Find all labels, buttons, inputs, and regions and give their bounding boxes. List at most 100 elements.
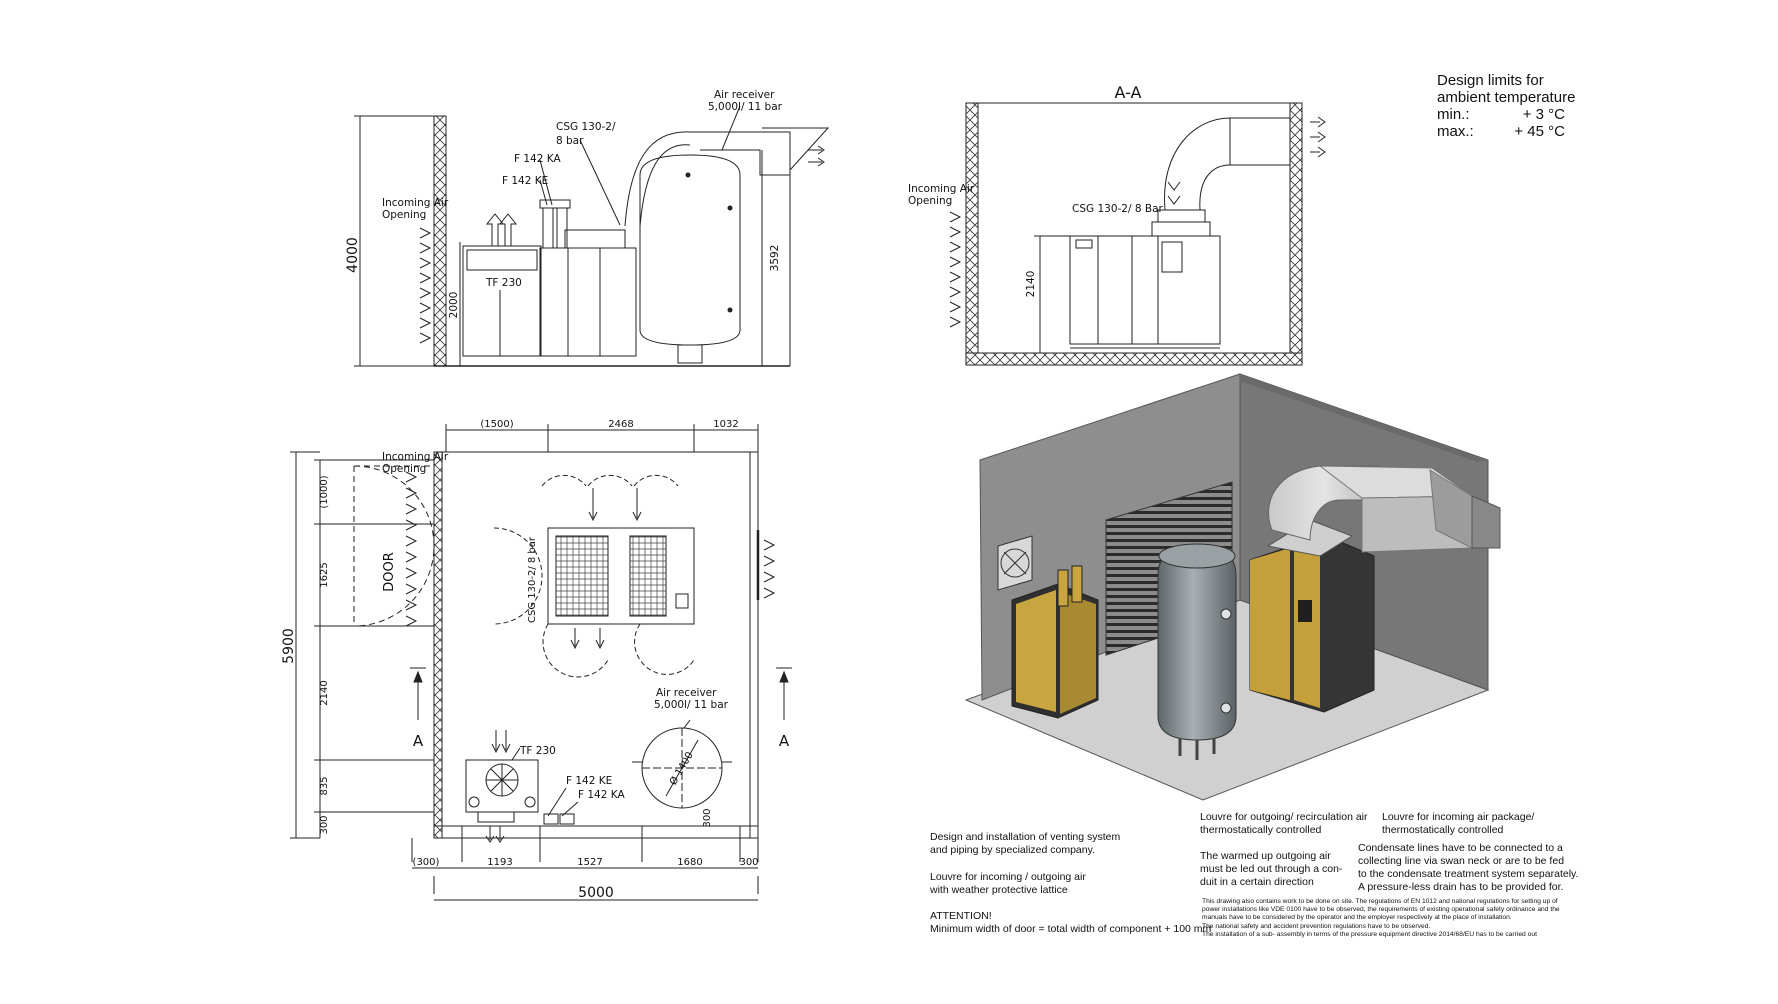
fine-print-line-5: The installation of a sub- assembly in t…	[1202, 930, 1537, 938]
side-incoming-label: Incoming Air	[382, 197, 449, 209]
note-condensate-line-2: collecting line via swan neck or are to …	[1358, 855, 1565, 867]
note-warmed-air: The warmed up outgoing air must be led o…	[1200, 850, 1342, 889]
design-limits: Design limits for ambient temperature mi…	[1437, 72, 1575, 140]
note-condensate: Condensate lines have to be connected to…	[1358, 842, 1578, 894]
section-labels: A-A Incoming Air Opening CSG 130-2/ 8 Ba…	[908, 83, 1164, 297]
note-louvre-incoming-line-1: Louvre for incoming air package/	[1382, 811, 1535, 823]
plan-bottom-dim-2: 1193	[487, 857, 512, 868]
note-venting-line-2: and piping by specialized company.	[930, 844, 1095, 856]
note-venting: Design and installation of venting syste…	[930, 831, 1120, 857]
note-condensate-line-3: to the condensate treatment system separ…	[1358, 868, 1579, 880]
side-dim-2000: 2000	[448, 292, 460, 319]
design-limits-title-2: ambient temperature	[1437, 89, 1576, 106]
plan-top-dim-1: (1500)	[480, 419, 513, 430]
fine-print-line-2: power installations like VDE 0100 have t…	[1202, 906, 1560, 914]
design-limits-max-value: + 45 °C	[1514, 123, 1565, 140]
side-view-labels: Air receiver 5,000l/ 11 bar CSG 130-2/ 8…	[345, 89, 783, 318]
note-louvre-outgoing: Louvre for outgoing/ recirculation air t…	[1200, 811, 1368, 837]
plan-top-dim-3: 1032	[713, 419, 738, 430]
section-csg-label: CSG 130-2/ 8 Bar	[1072, 203, 1164, 215]
plan-incoming-label: Incoming Air	[382, 451, 449, 463]
note-warmed-line-2: must be led out through a con-	[1200, 863, 1343, 875]
side-dryer	[462, 245, 542, 357]
note-warmed-line-3: duit in a certain direction	[1200, 876, 1314, 888]
side-air-receiver-label: Air receiver	[714, 89, 775, 101]
section-incoming-label-2: Opening	[908, 195, 952, 207]
side-f142ka-label: F 142 KA	[514, 153, 561, 165]
design-limits-max-row: max.: + 45 °C	[1437, 123, 1565, 140]
side-view	[354, 105, 830, 367]
side-filter-ke	[542, 207, 554, 249]
fine-print-line-3: manuals have to be considered by the ope…	[1202, 914, 1512, 922]
plan-compressor	[547, 527, 695, 625]
plan-left-dim-5: 300	[319, 815, 330, 834]
design-limits-min-value: + 3 °C	[1522, 106, 1565, 123]
plan-section-mark-left: A	[413, 732, 424, 750]
side-air-receiver	[639, 154, 741, 346]
note-venting-line-1: Design and installation of venting syste…	[930, 831, 1121, 843]
plan-bottom-dim-4: 1680	[677, 857, 702, 868]
note-attention-line-2: Minimum width of door = total width of c…	[930, 923, 1212, 935]
note-attention: ATTENTION! Minimum width of door = total…	[930, 910, 1211, 936]
section-incoming-label: Incoming Air	[908, 183, 975, 195]
side-f142ke-label: F 142 KE	[502, 175, 548, 187]
side-dim-height: 4000	[345, 237, 361, 273]
plan-door-label: DOOR	[382, 552, 397, 592]
plan-left-dim-2: 1625	[319, 562, 330, 587]
plan-air-receiver-label: Air receiver	[656, 687, 717, 699]
note-louvre-outgoing-line-2: thermostatically controlled	[1200, 824, 1322, 836]
section-title: A-A	[1115, 83, 1142, 102]
section-compressor	[1069, 235, 1221, 345]
note-louvre-incoming-line-2: thermostatically controlled	[1382, 824, 1504, 836]
plan-bottom-dim-1: (300)	[413, 857, 440, 868]
design-limits-min-label: min.:	[1437, 106, 1470, 123]
plan-view	[290, 424, 792, 901]
note-louvre-outgoing-line-1: Louvre for outgoing/ recirculation air	[1200, 811, 1368, 823]
side-air-receiver-spec: 5,000l/ 11 bar	[708, 101, 783, 113]
isometric-view	[964, 373, 1501, 801]
side-tf230-label: TF 230	[485, 277, 522, 289]
design-limits-min-row: min.: + 3 °C	[1437, 106, 1565, 123]
side-csg-label: CSG 130-2/	[556, 121, 616, 133]
fine-print-line-1: This drawing also contains work to be do…	[1202, 898, 1558, 905]
fine-print: This drawing also contains work to be do…	[1202, 898, 1562, 950]
side-dim-3592: 3592	[769, 245, 781, 272]
note-louvre-weather: Louvre for incoming / outgoing air with …	[930, 871, 1086, 897]
side-incoming-arrows	[419, 227, 432, 344]
note-condensate-line-4: A pressure-less drain has to be provided…	[1358, 881, 1564, 893]
plan-dim-300: 300	[702, 808, 713, 827]
plan-section-mark-right: A	[779, 732, 790, 750]
plan-left-dim-3: 2140	[319, 680, 330, 705]
plan-left-dim-4: 835	[319, 776, 330, 795]
side-csg-label-2: 8 bar	[556, 135, 584, 147]
plan-incoming-label-2: Opening	[382, 463, 426, 475]
plan-air-receiver-spec: 5,000l/ 11 bar	[654, 699, 729, 711]
design-limits-max-label: max.:	[1437, 123, 1474, 140]
plan-total-depth: 5900	[281, 628, 297, 664]
plan-bottom-dim-3: 1527	[577, 857, 602, 868]
fine-print-line-4: The national safety and accident prevent…	[1202, 922, 1431, 930]
side-wall	[433, 115, 447, 367]
design-limits-title-1: Design limits for	[1437, 72, 1544, 89]
plan-f142ke-label: F 142 KE	[566, 775, 612, 787]
section-dim-2140: 2140	[1025, 271, 1037, 298]
plan-tf230-label: TF 230	[519, 745, 556, 757]
section-view	[949, 102, 1326, 366]
note-warmed-line-1: The warmed up outgoing air	[1200, 850, 1331, 862]
note-attention-line-1: ATTENTION!	[930, 910, 992, 922]
note-louvre-weather-line-2: with weather protective lattice	[930, 884, 1068, 896]
plan-f142ka-label: F 142 KA	[578, 789, 625, 801]
plan-total-width: 5000	[578, 885, 614, 901]
note-condensate-line-1: Condensate lines have to be connected to…	[1358, 842, 1563, 854]
side-compressor	[539, 247, 637, 357]
note-louvre-weather-line-1: Louvre for incoming / outgoing air	[930, 871, 1086, 883]
plan-top-dim-2: 2468	[608, 419, 633, 430]
side-incoming-label-2: Opening	[382, 209, 426, 221]
plan-labels: (1500) 2468 1032 (300) 1193 1527 1680 30…	[281, 419, 790, 901]
plan-left-dim-1: (1000)	[319, 475, 330, 508]
note-louvre-incoming: Louvre for incoming air package/ thermos…	[1382, 811, 1534, 837]
plan-csg-label: CSG 130-2/ 8 bar	[527, 536, 538, 623]
plan-bottom-dim-5: 300	[739, 857, 758, 868]
